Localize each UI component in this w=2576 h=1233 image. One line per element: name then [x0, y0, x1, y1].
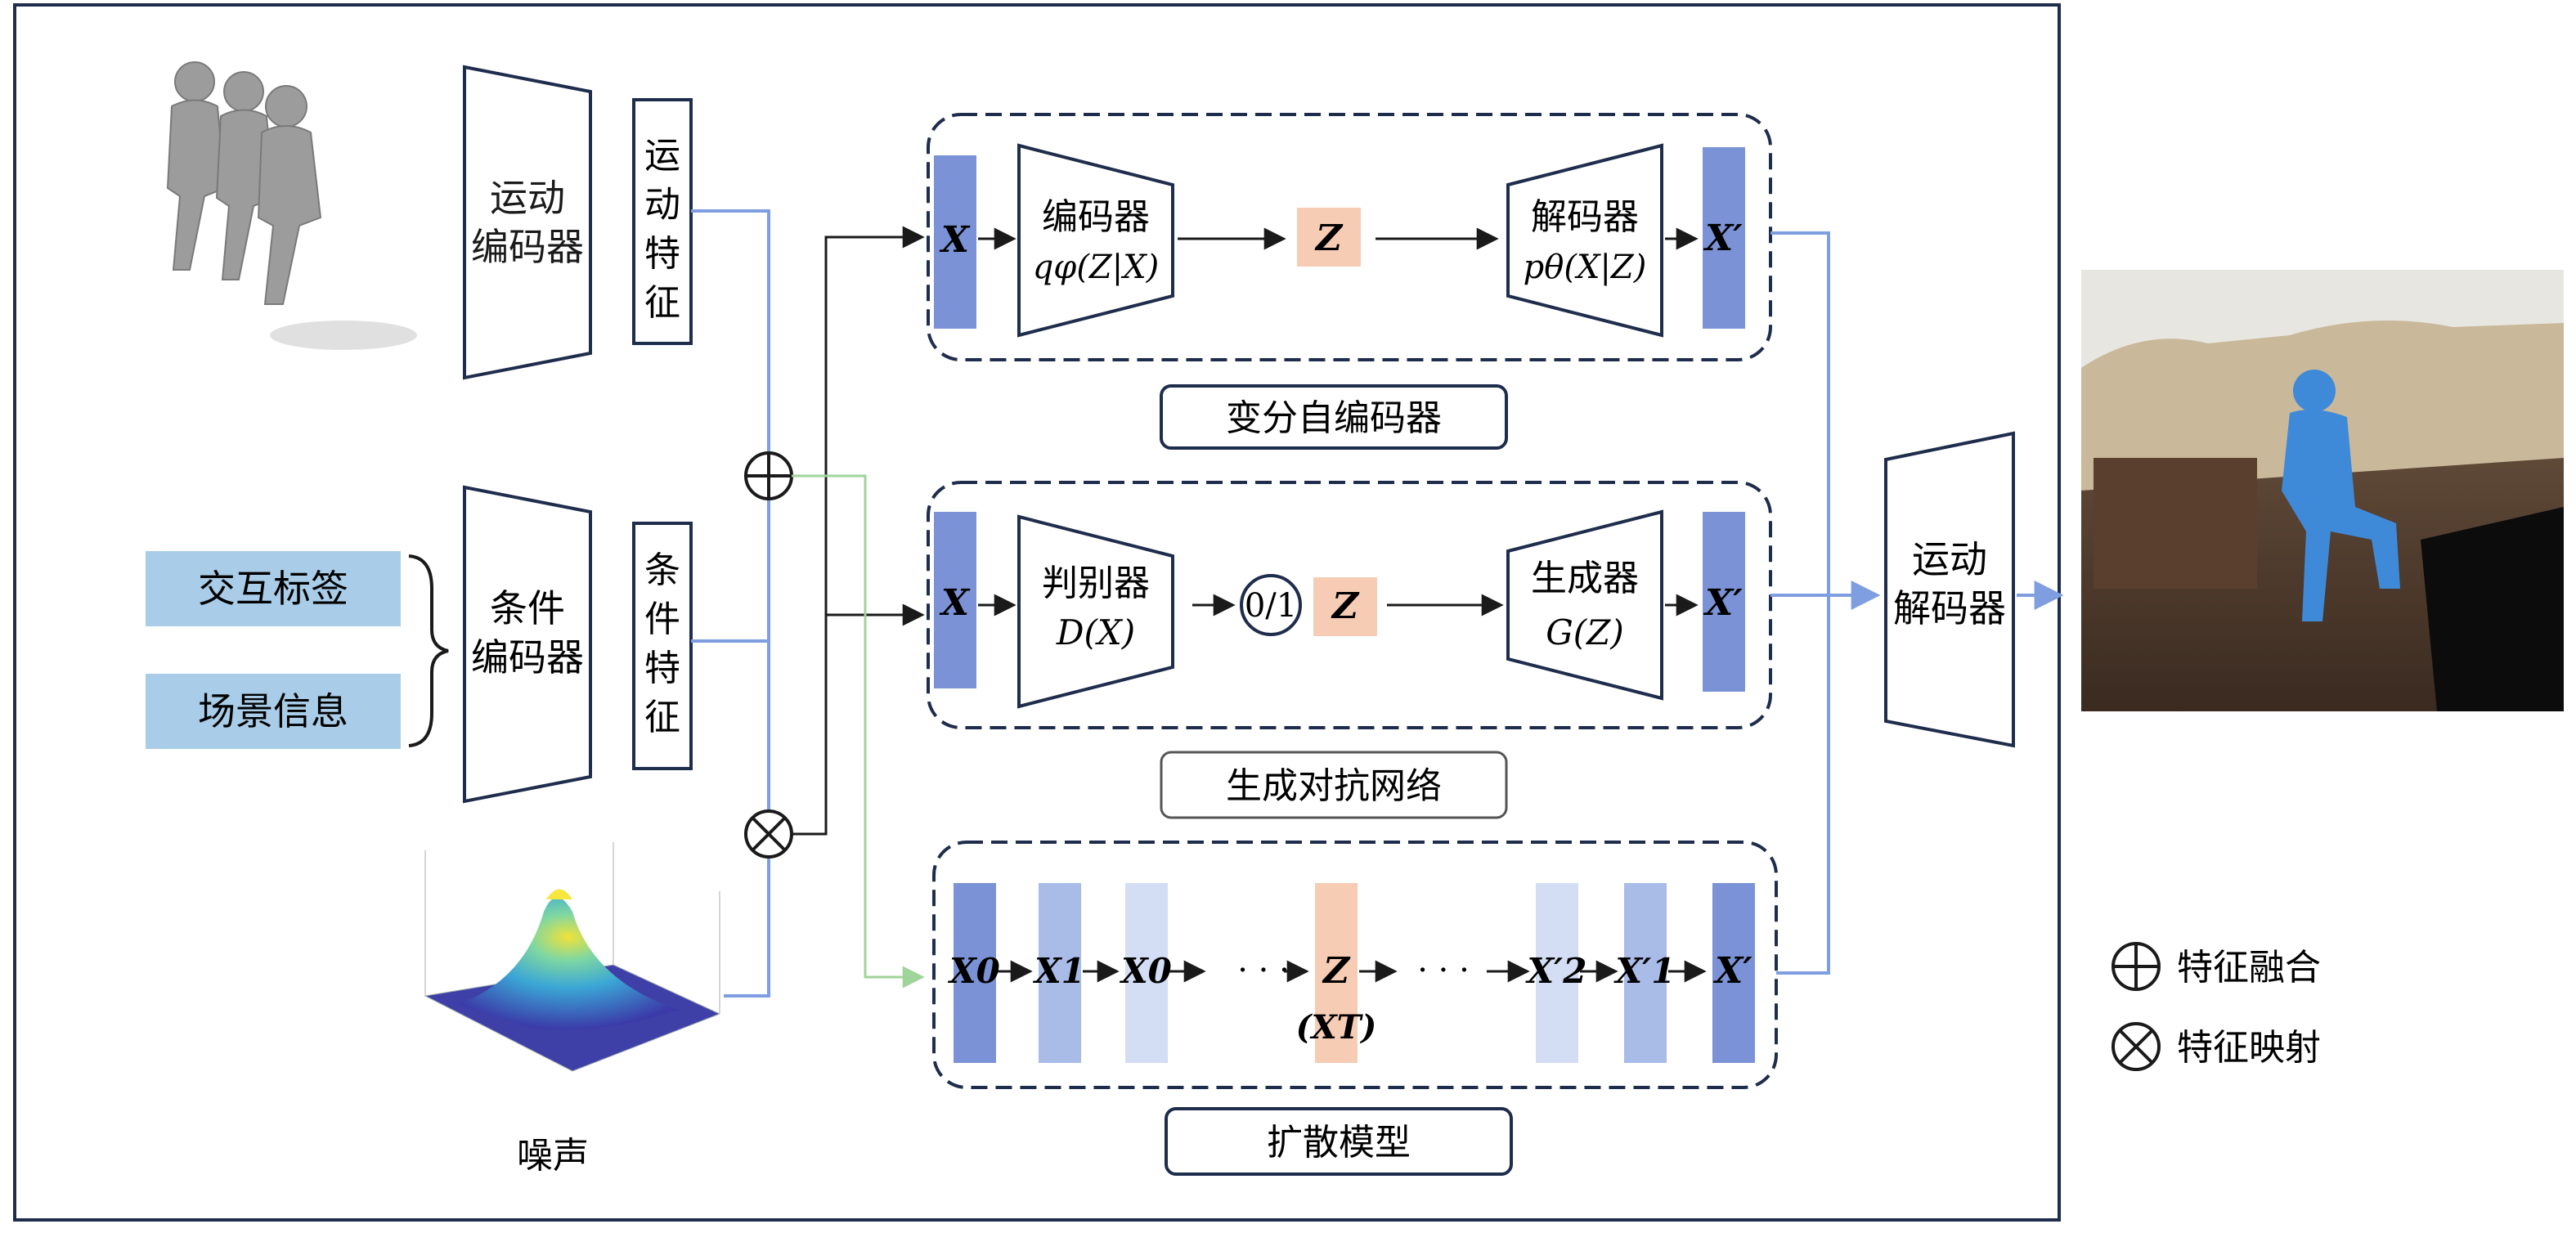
vae-decoder-label: 解码器: [1531, 196, 1639, 238]
fusion-operator: [744, 451, 793, 500]
vae-encoder-label: 编码器: [1042, 196, 1150, 238]
gaussian-noise-illustration: [424, 842, 721, 1072]
condition-feature-char-3: 特: [644, 648, 680, 689]
diffusion-title-box: 扩散模型: [1165, 1107, 1513, 1176]
condition-encoder: 条件 编码器: [463, 485, 592, 804]
noise-label: 噪声: [517, 1135, 589, 1177]
condition-feature-char-1: 条: [644, 549, 680, 591]
gan-output-x: X′: [1703, 582, 1743, 624]
motion-encoder-label-2: 编码器: [471, 225, 584, 269]
diffusion-x1-prime: X′1: [1613, 951, 1676, 991]
gan-title: 生成对抗网络: [1226, 765, 1442, 807]
condition-feature-char-2: 件: [644, 599, 680, 640]
legend-mapping-label: 特征映射: [2177, 1027, 2321, 1069]
mapping-operator: [744, 809, 793, 859]
gan-title-box: 生成对抗网络: [1160, 751, 1508, 819]
gan-binary-output: 0/1: [1245, 587, 1297, 625]
diffusion-module: X0 X1 X0 · · · Z (XT) · · · X′2 X′1 X′: [932, 841, 1778, 1089]
vae-input-x: X: [939, 219, 971, 261]
scene-render-image: [2081, 270, 2564, 711]
gan-module: X 判别器 D(X) 0/1 Z 生成器 G(Z) X′: [927, 481, 1772, 729]
gan-discriminator-formula: D(X): [1056, 612, 1135, 652]
input-brace: [408, 554, 449, 747]
main-frame: [13, 3, 2061, 1222]
output-merge-lines: [1770, 231, 1881, 975]
scene-info-box: 场景信息: [146, 674, 401, 749]
diffusion-x1: X1: [1032, 951, 1085, 991]
scene-info-text: 场景信息: [198, 689, 348, 733]
diffusion-x0: X0: [947, 951, 1000, 991]
legend-fusion-label: 特征融合: [2177, 947, 2321, 989]
motion-feature-char-3: 特: [644, 233, 680, 275]
interaction-label-box: 交互标签: [146, 551, 401, 626]
legend-mapping: 特征映射: [2112, 1022, 2321, 1071]
motion-decoder: 运动 解码器: [1884, 431, 2015, 748]
gan-latent-z: Z: [1331, 585, 1360, 627]
condition-feature-box: 条 件 特 征: [632, 522, 693, 770]
feature-connection-lines: [691, 209, 770, 998]
diffusion-x0-light: X0: [1119, 951, 1172, 991]
motion-feature-char-2: 动: [644, 184, 680, 226]
motion-decoder-label-2: 解码器: [1893, 586, 2006, 630]
gan-input-x: X: [939, 582, 971, 624]
motion-encoder: 运动 编码器: [463, 65, 592, 380]
condition-feature-char-4: 征: [644, 697, 680, 738]
vae-latent-z: Z: [1314, 217, 1344, 259]
gan-generator-label: 生成器: [1531, 558, 1639, 599]
vae-title-box: 变分自编码器: [1160, 384, 1508, 450]
motion-feature-char-4: 征: [644, 282, 680, 324]
gan-discriminator-label: 判别器: [1042, 563, 1150, 604]
vae-decoder-formula: pθ(X|Z): [1524, 249, 1647, 286]
diffusion-dots-2: · · ·: [1417, 952, 1470, 989]
walking-humans-illustration: [166, 61, 417, 350]
fusion-to-diffusion-line: [792, 474, 925, 989]
vae-title: 变分自编码器: [1226, 397, 1442, 439]
condition-encoder-label-2: 编码器: [471, 635, 584, 679]
diffusion-title: 扩散模型: [1267, 1122, 1411, 1164]
condition-encoder-label-1: 条件: [490, 586, 565, 630]
motion-feature-box: 运 动 特 征: [632, 98, 693, 345]
diffusion-dots-1: · · ·: [1237, 952, 1290, 989]
diffusion-z: Z: [1322, 950, 1351, 992]
branch-routing-lines: [792, 226, 925, 836]
vae-encoder-formula: qφ(Z|X): [1033, 249, 1160, 286]
interaction-label-text: 交互标签: [198, 567, 348, 611]
diffusion-x2-prime: X′2: [1525, 951, 1587, 991]
motion-feature-char-1: 运: [644, 135, 680, 177]
diffusion-output: X′: [1712, 950, 1752, 992]
motion-encoder-label-1: 运动: [490, 176, 565, 220]
diffusion-xt: (XT): [1296, 1008, 1377, 1047]
vae-module: X 编码器 qφ(Z|X) Z 解码器 pθ(X|Z) X′: [927, 113, 1772, 361]
motion-decoder-label-1: 运动: [1912, 537, 1987, 581]
legend-fusion: 特征融合: [2112, 942, 2321, 991]
gan-generator-formula: G(Z): [1546, 612, 1624, 652]
vae-output-x: X′: [1703, 217, 1743, 259]
